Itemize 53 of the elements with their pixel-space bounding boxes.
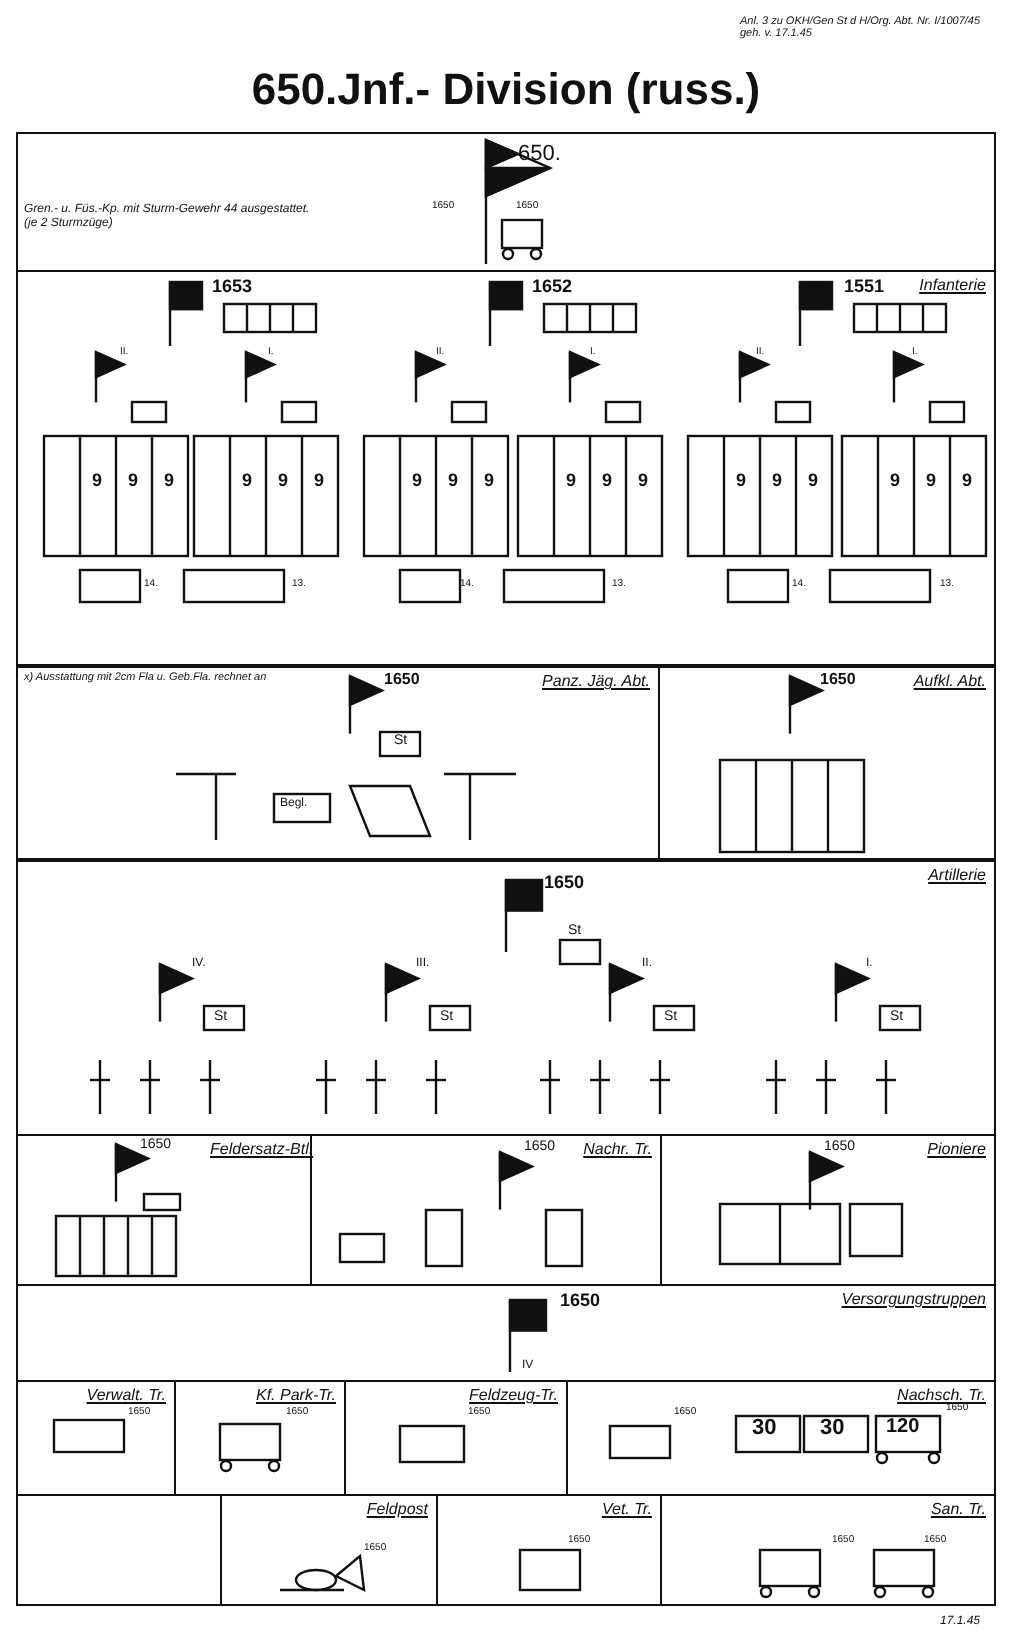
- table-cell: [660, 1494, 996, 1606]
- unit-heading: Nachsch. Tr.: [897, 1386, 986, 1404]
- unit-number: 1650: [384, 672, 420, 690]
- unit-heading: Aufkl. Abt.: [913, 672, 986, 690]
- unit-number: 1551: [844, 278, 885, 298]
- unit-number: 9: [602, 472, 613, 492]
- unit-number: 1653: [212, 278, 253, 298]
- unit-heading: Infanterie: [919, 276, 986, 294]
- unit-heading: Verwalt. Tr.: [86, 1386, 166, 1404]
- unit-number: 9: [926, 472, 937, 492]
- unit-number: 9: [484, 472, 495, 492]
- chart-title: 650.Jnf.- Division (russ.): [249, 64, 763, 116]
- unit-number: 1650: [820, 672, 856, 690]
- unit-number: 9: [772, 472, 783, 492]
- unit-number: 9: [128, 472, 139, 492]
- table-cell: [16, 132, 996, 272]
- unit-number: 120: [886, 1416, 920, 1438]
- unit-heading: Feldzeug-Tr.: [469, 1386, 558, 1404]
- unit-number: 9: [314, 472, 325, 492]
- unit-number: 9: [448, 472, 459, 492]
- unit-number: 9: [808, 472, 819, 492]
- unit-number: 1652: [532, 278, 573, 298]
- table-cell: [16, 270, 996, 666]
- unit-heading: San. Tr.: [930, 1500, 986, 1518]
- unit-number: 9: [242, 472, 253, 492]
- table-cell: [658, 666, 996, 860]
- unit-heading: Feldersatz-Btl.: [210, 1140, 314, 1158]
- unit-heading: Pioniere: [927, 1140, 986, 1158]
- table-cell: [16, 1134, 312, 1286]
- unit-heading: 650.: [518, 142, 561, 166]
- unit-heading: Vet. Tr.: [601, 1500, 652, 1518]
- unit-number: 30: [752, 1416, 777, 1441]
- unit-heading: Panz. Jäg. Abt.: [542, 672, 650, 690]
- unit-number: 9: [566, 472, 577, 492]
- unit-number: 9: [92, 472, 103, 492]
- unit-heading: Feldpost: [366, 1500, 428, 1518]
- table-cell: [16, 666, 660, 860]
- unit-heading: Artillerie: [928, 866, 986, 884]
- unit-number: 30: [820, 1416, 845, 1441]
- unit-number: 1650: [560, 1292, 601, 1312]
- table-cell: [16, 1284, 996, 1382]
- unit-heading: Kf. Park-Tr.: [256, 1386, 336, 1404]
- unit-number: 9: [164, 472, 175, 492]
- unit-number: 9: [736, 472, 747, 492]
- unit-number: 9: [278, 472, 289, 492]
- unit-heading: Versorgungstruppen: [841, 1290, 986, 1308]
- unit-number: 1650: [544, 874, 585, 894]
- unit-number: 9: [890, 472, 901, 492]
- unit-heading: Nachr. Tr.: [583, 1140, 652, 1158]
- unit-number: 9: [962, 472, 973, 492]
- unit-number: 9: [412, 472, 423, 492]
- table-cell: [16, 860, 996, 1136]
- unit-number: 9: [638, 472, 649, 492]
